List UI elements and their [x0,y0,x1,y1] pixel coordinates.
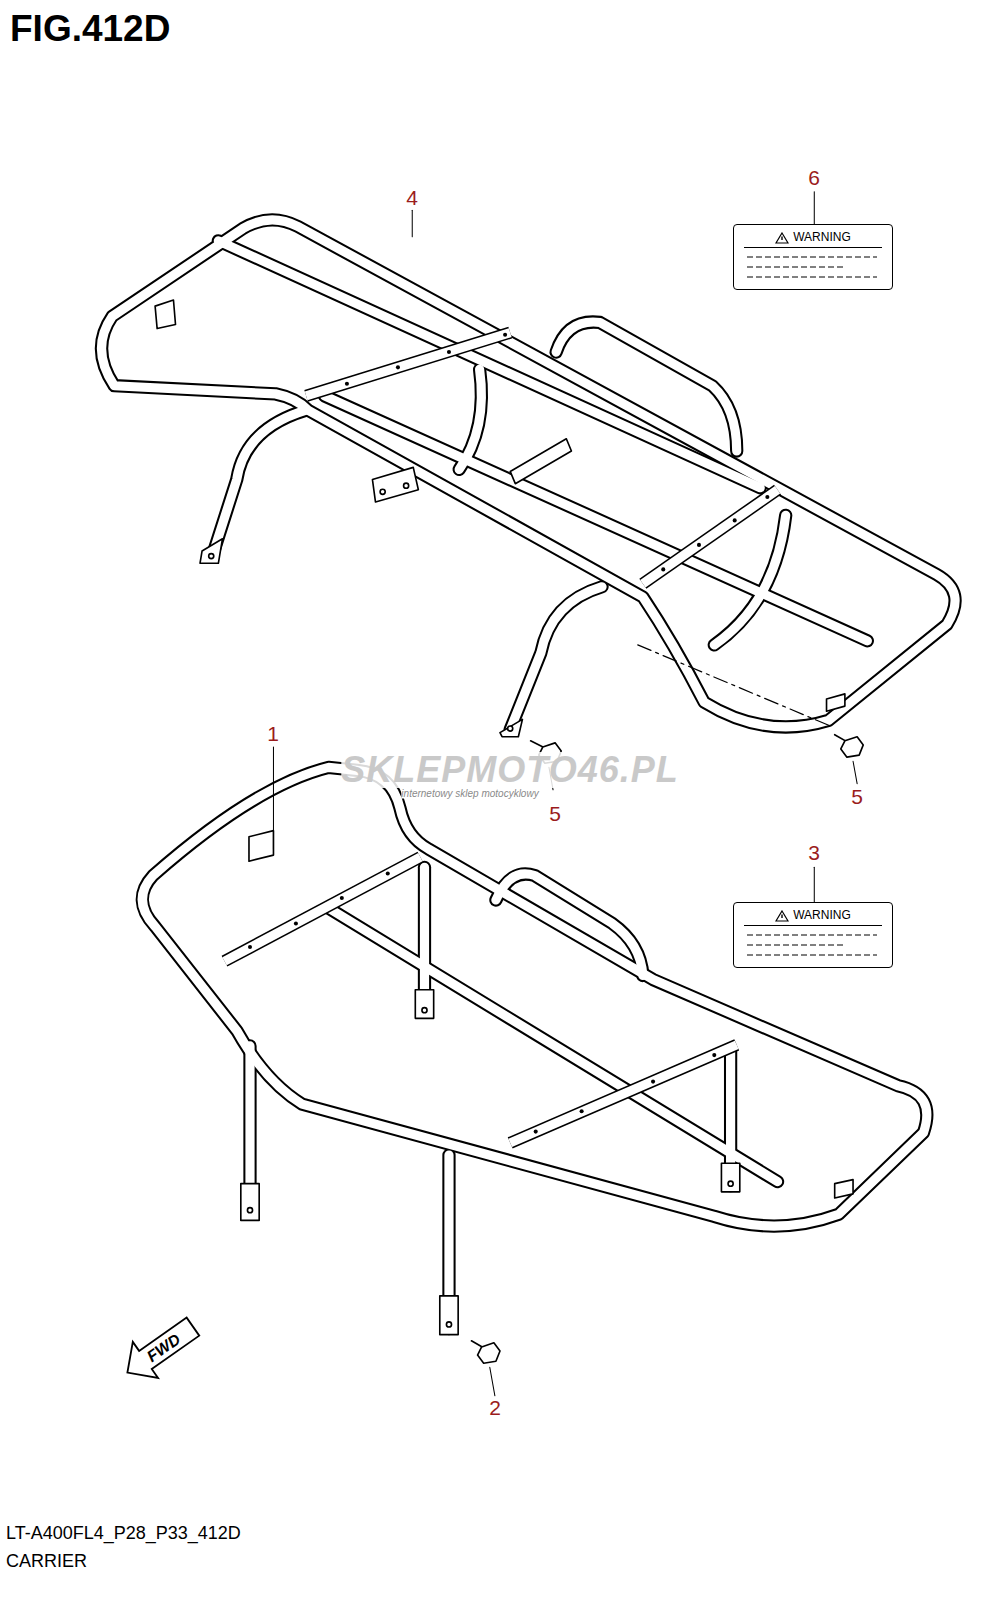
watermark: SKLEPMOTO46.PL [341,752,678,788]
figure-title: FIG.412D [10,8,170,50]
dashed-text-lines [745,252,881,284]
callout-number: 2 [487,1396,503,1419]
warning-label: WARNING [733,902,893,968]
callout-number: 5 [547,802,563,825]
figure-caption: CARRIER [6,1551,87,1572]
callout-number: 4 [404,186,420,209]
callout-number: 5 [849,785,865,808]
drawing-code: LT-A400FL4_P28_P33_412D [6,1523,241,1544]
callout-number: 6 [806,166,822,189]
callout-number: 3 [806,841,822,864]
dashed-text-lines [745,930,881,962]
callout-number: 1 [265,722,281,745]
warning-text: WARNING [793,909,851,922]
arrow-outline [116,1310,206,1388]
watermark: internetowy sklep motocyklowy [401,788,538,799]
warning-label: WARNING [733,224,893,290]
warning-text: WARNING [793,231,851,244]
warning-icon [775,910,789,922]
warning-icon [775,232,789,244]
forward-arrow: FWD [116,1310,206,1388]
